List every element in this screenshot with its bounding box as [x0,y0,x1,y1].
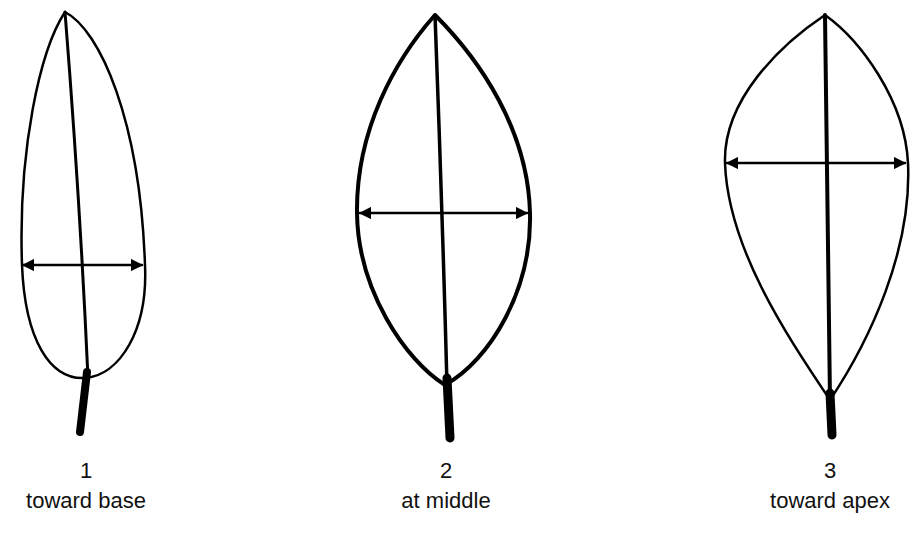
position-label: at middle [401,488,490,514]
petiole [830,393,832,435]
position-label: toward apex [770,488,890,514]
callout-number: 2 [440,458,452,484]
callout-number: 1 [80,458,92,484]
petiole [80,372,87,432]
callout-number: 3 [824,458,836,484]
position-label: toward base [26,488,146,514]
leaf-outline [725,15,908,400]
midrib [435,15,447,385]
width-arrow [23,264,142,267]
width-arrow [360,212,527,215]
leaf-outline [22,12,146,378]
midrib [825,15,830,400]
width-arrow [727,162,905,165]
petiole [447,378,450,438]
midrib [65,12,88,378]
leaf-outline [357,15,530,385]
